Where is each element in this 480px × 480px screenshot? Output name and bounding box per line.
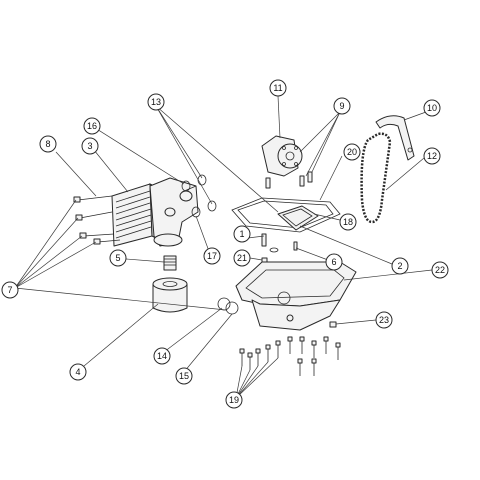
small-screw xyxy=(261,257,268,263)
oil-filter xyxy=(152,277,188,313)
oil-pump xyxy=(261,135,313,189)
svg-text:7: 7 xyxy=(7,285,12,295)
oil-pan-bolts xyxy=(239,336,341,376)
callout-23: 23 xyxy=(375,311,393,329)
strainer-bolt xyxy=(261,233,298,253)
svg-text:21: 21 xyxy=(237,253,247,263)
svg-text:1: 1 xyxy=(239,229,244,239)
oil-filter-housing xyxy=(149,177,199,247)
svg-text:14: 14 xyxy=(157,351,167,361)
callout-6: 6 xyxy=(325,253,343,271)
leader-lines xyxy=(14,95,433,399)
svg-text:20: 20 xyxy=(347,147,357,157)
callout-17: 17 xyxy=(203,247,221,265)
callout-21: 21 xyxy=(233,249,251,267)
svg-text:17: 17 xyxy=(207,251,217,261)
callout-5: 5 xyxy=(109,249,127,267)
callout-19: 19 xyxy=(225,391,243,409)
svg-text:11: 11 xyxy=(273,83,282,93)
callout-22: 22 xyxy=(431,261,449,279)
oil-strainer xyxy=(277,205,319,231)
callout-1: 1 xyxy=(233,225,251,243)
callout-13: 13 xyxy=(147,93,165,111)
callout-11: 11 xyxy=(269,79,287,97)
callout-10: 10 xyxy=(423,99,441,117)
drive-chain xyxy=(360,132,392,224)
oil-pan xyxy=(235,261,357,331)
callout-2: 2 xyxy=(391,257,409,275)
callouts: 1 2 3 4 5 6 7 8 9 10 11 12 13 14 15 16 1… xyxy=(1,79,449,409)
svg-text:23: 23 xyxy=(379,315,389,325)
callout-4: 4 xyxy=(69,363,87,381)
drain-plug xyxy=(329,321,337,328)
callout-14: 14 xyxy=(153,347,171,365)
svg-text:19: 19 xyxy=(229,395,239,405)
svg-text:18: 18 xyxy=(343,217,353,227)
svg-text:16: 16 xyxy=(87,121,97,131)
callout-7: 7 xyxy=(1,281,19,299)
callout-15: 15 xyxy=(175,367,193,385)
svg-text:12: 12 xyxy=(427,151,437,161)
svg-text:4: 4 xyxy=(75,367,80,377)
svg-text:2: 2 xyxy=(397,261,402,271)
svg-text:5: 5 xyxy=(115,253,120,263)
svg-text:13: 13 xyxy=(151,97,161,107)
callout-18: 18 xyxy=(339,213,357,231)
svg-text:3: 3 xyxy=(87,141,92,151)
sealing-washers xyxy=(217,297,239,315)
callout-20: 20 xyxy=(343,143,361,161)
callout-9: 9 xyxy=(333,97,351,115)
svg-text:9: 9 xyxy=(339,101,344,111)
cooler-bolts xyxy=(73,195,121,245)
filter-adapter xyxy=(163,255,177,271)
svg-text:10: 10 xyxy=(427,103,437,113)
callout-8: 8 xyxy=(39,135,57,153)
callout-16: 16 xyxy=(83,117,101,135)
svg-text:22: 22 xyxy=(435,265,445,275)
chain-guide xyxy=(375,115,415,161)
callout-3: 3 xyxy=(81,137,99,155)
svg-text:6: 6 xyxy=(331,257,336,267)
svg-text:8: 8 xyxy=(45,139,50,149)
svg-text:15: 15 xyxy=(179,371,189,381)
callout-12: 12 xyxy=(423,147,441,165)
